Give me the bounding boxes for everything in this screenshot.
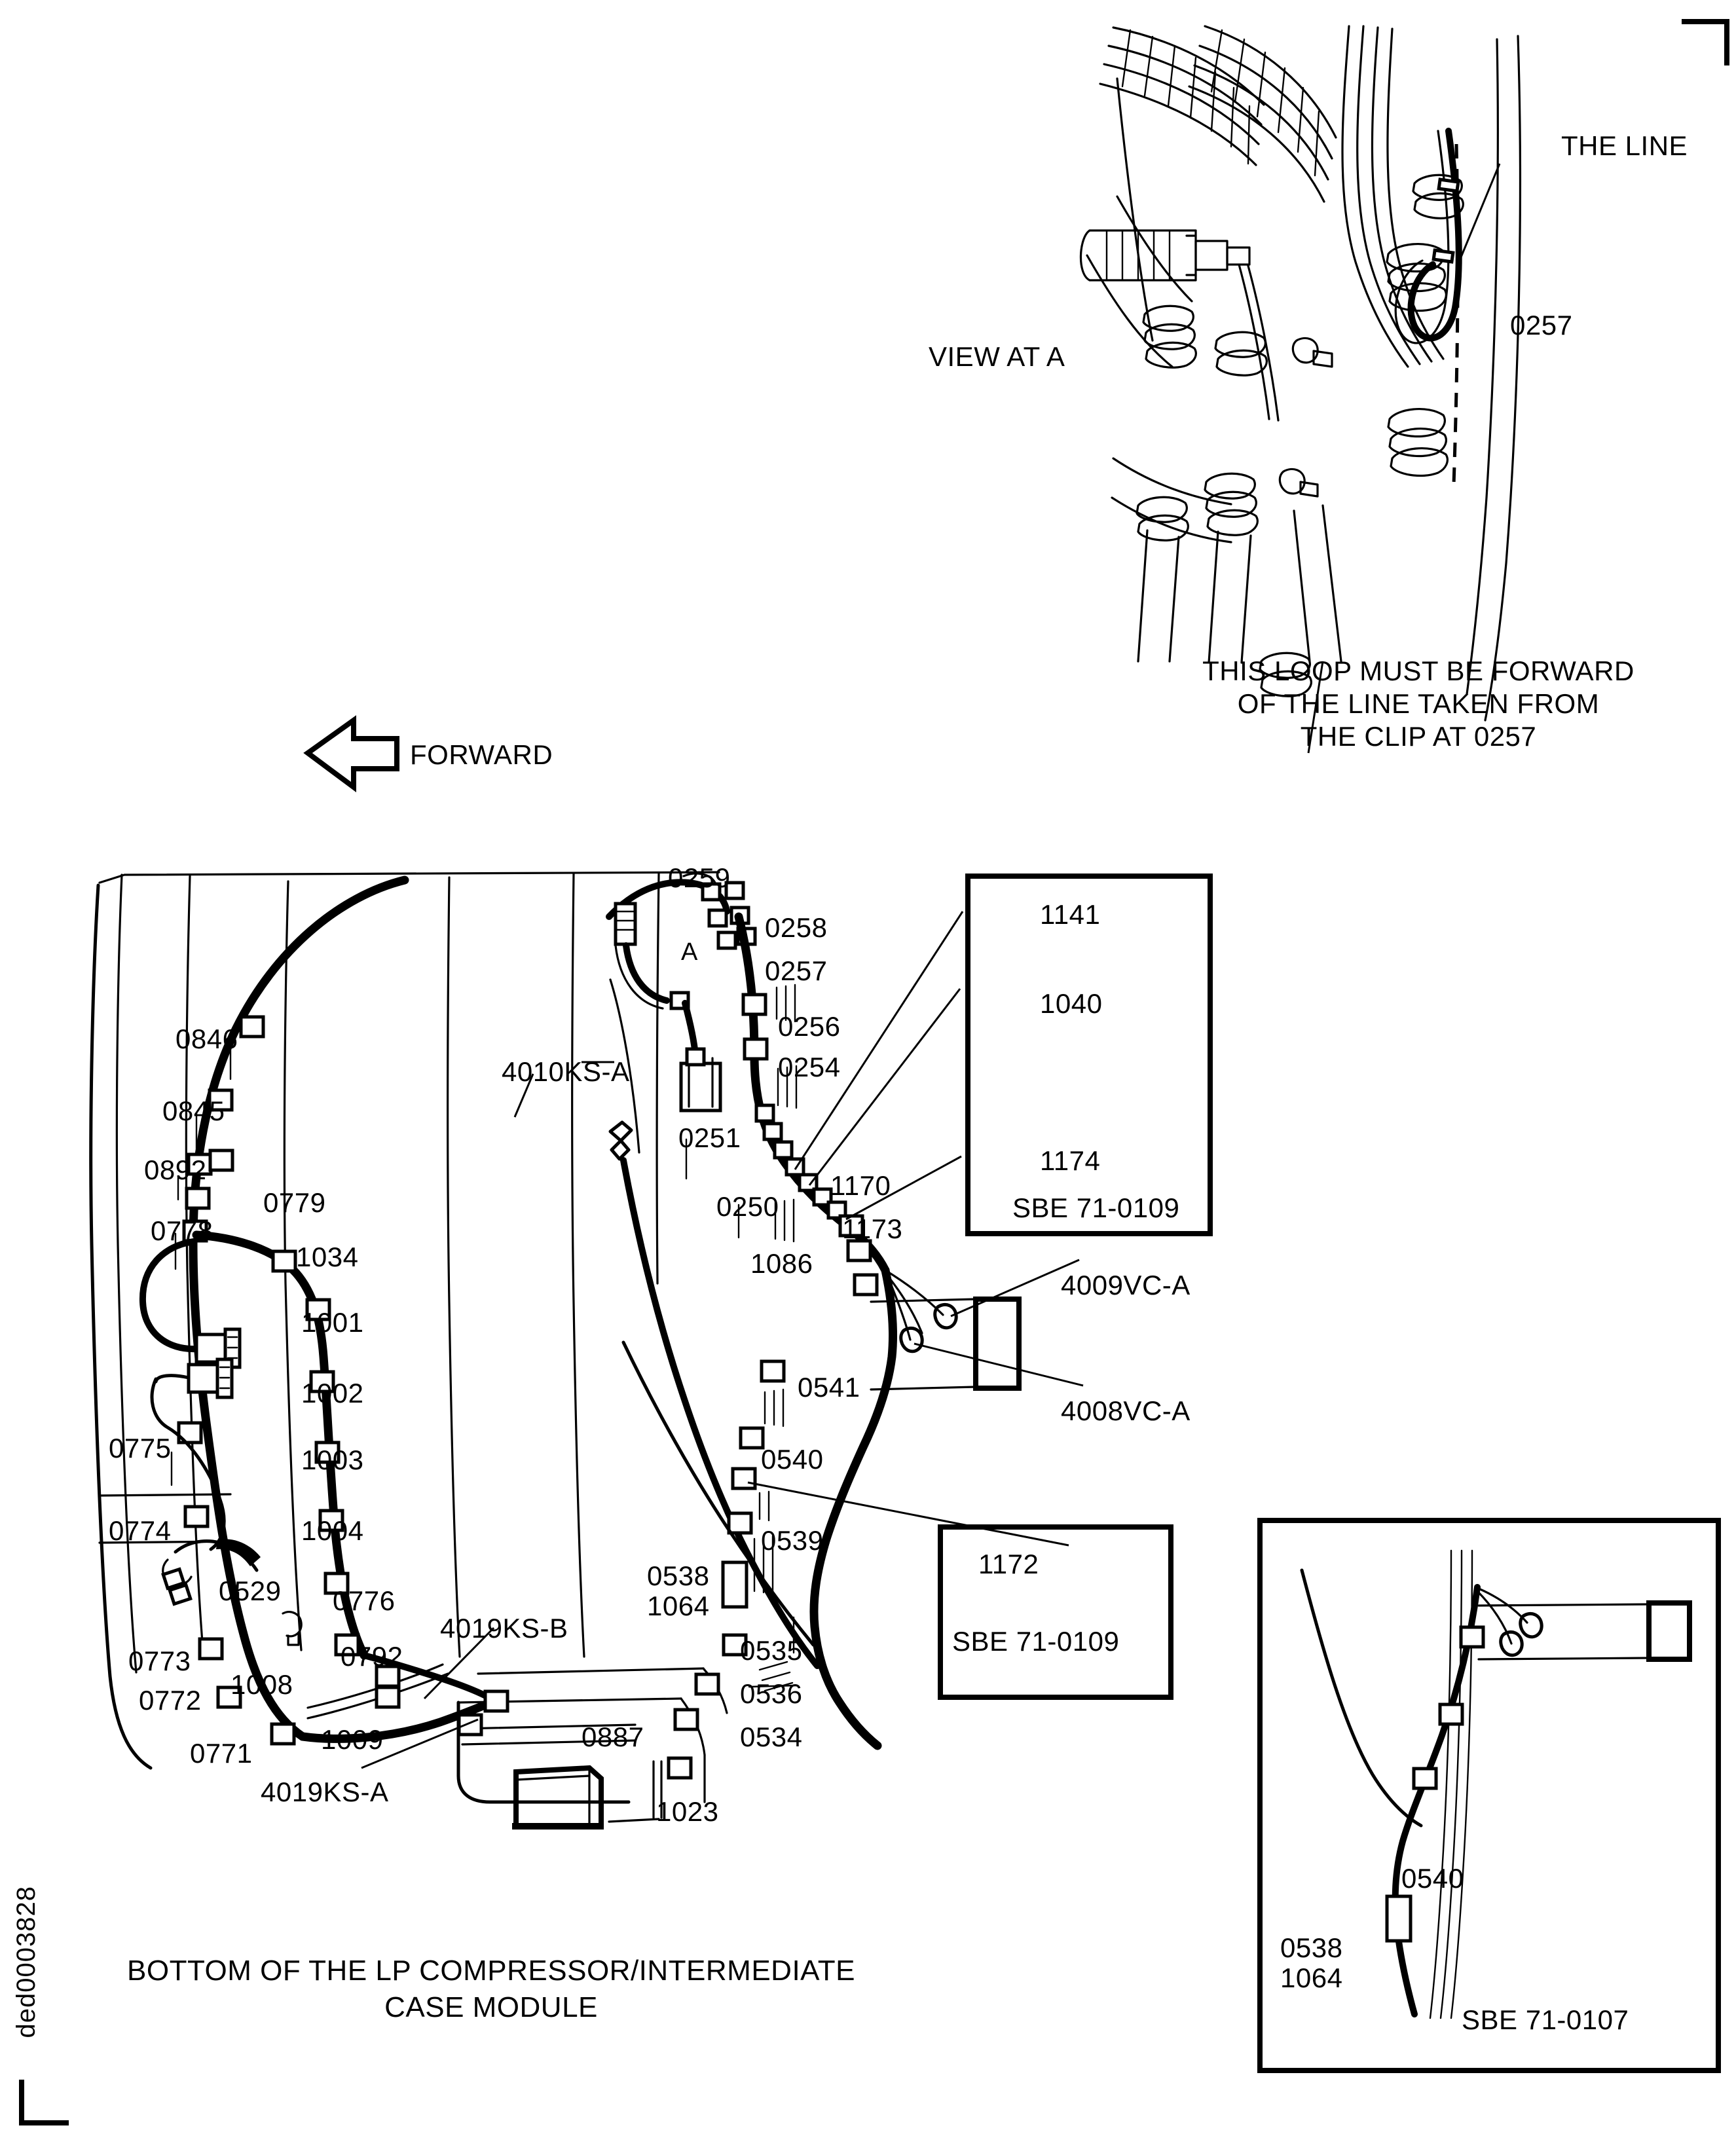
part-label-0259: 0259 (668, 862, 731, 893)
inset-footer: SBE 71-0107 (1462, 2004, 1629, 2035)
part-label-0540: 0540 (761, 1444, 824, 1475)
the-line-label: THE LINE (1561, 130, 1688, 161)
clamp-ring-group-right-bottom (1387, 407, 1449, 477)
loop-0257 (1394, 128, 1462, 344)
part-label-1009: 1009 (321, 1724, 384, 1755)
part-label-0774: 0774 (109, 1515, 172, 1546)
part-label-4008vc-a: 4008VC-A (1061, 1395, 1191, 1426)
part-label-0256: 0256 (778, 1011, 841, 1042)
part-label-0775: 0775 (109, 1433, 172, 1463)
main-caption-line2: CASE MODULE (384, 1991, 598, 2023)
callout-top-item-1174: 1174 (1040, 1145, 1101, 1176)
part-label-0534: 0534 (740, 1721, 803, 1752)
part-label-1086: 1086 (750, 1248, 813, 1279)
cable-4010ks-a (608, 1120, 821, 1669)
part-label-0771: 0771 (190, 1738, 253, 1769)
part-label-1023: 1023 (656, 1796, 719, 1827)
part-label-0258: 0258 (765, 912, 828, 943)
part-label-0535: 0535 (740, 1635, 803, 1666)
part-label-0845: 0845 (162, 1095, 225, 1126)
clamp-ring-lower-mid (1214, 331, 1268, 377)
callout-top-item-1040: 1040 (1040, 988, 1103, 1019)
corner-mark-top-right (1682, 19, 1729, 65)
clamp-ring-bottom-left (1136, 496, 1189, 542)
part-label-1004: 1004 (301, 1515, 364, 1546)
part-label-0772: 0772 (139, 1685, 202, 1716)
cable-bundle-right (1341, 25, 1445, 368)
part-label-1002: 1002 (301, 1378, 364, 1408)
main-view-illustration (89, 871, 1084, 1830)
drawing-id: ded0003828 (12, 1886, 41, 2038)
part-label-4009vc-a: 4009VC-A (1061, 1270, 1191, 1300)
part-label-4019ks-b: 4019KS-B (440, 1613, 568, 1644)
callout-box-mid (938, 1524, 1173, 1700)
component-solenoid (614, 902, 722, 1113)
part-label-1170: 1170 (830, 1170, 891, 1201)
forward-arrow-icon (303, 715, 399, 792)
part-label-1034: 1034 (296, 1242, 359, 1272)
part-label-0887: 0887 (582, 1721, 644, 1752)
part-label-0251: 0251 (678, 1122, 741, 1153)
part-label-4019ks-a: 4019KS-A (261, 1776, 389, 1807)
callout-top-footer: SBE 71-0109 (1012, 1192, 1180, 1223)
callout-top-item-1141: 1141 (1040, 899, 1101, 930)
part-label-0539: 0539 (761, 1525, 824, 1556)
loop-note-line3: THE CLIP AT 0257 (1300, 721, 1537, 752)
part-label-0773: 0773 (128, 1646, 191, 1676)
clamp-ring-group-mid (1412, 174, 1464, 219)
connector-bayonet-lower (187, 1357, 234, 1399)
connector-hose-left (1079, 229, 1251, 282)
callout-mid-footer: SBE 71-0109 (952, 1626, 1120, 1657)
part-label-1008: 1008 (231, 1669, 293, 1700)
clip-0257-label: 0257 (1510, 310, 1573, 340)
fitting-1008 (282, 1611, 303, 1646)
inset-label-0540: 0540 (1401, 1863, 1464, 1894)
callout-box-top (965, 874, 1213, 1236)
part-label-0776: 0776 (333, 1585, 396, 1616)
part-label-0892: 0892 (144, 1154, 207, 1185)
inset-label-1064: 1064 (1280, 1962, 1343, 1993)
saddle-clamp-b (1278, 468, 1319, 498)
part-label-0250: 0250 (716, 1191, 779, 1222)
saddle-clamp-a (1291, 337, 1333, 368)
view-at-a-title: VIEW AT A (929, 341, 1065, 372)
part-label-1064: 1064 (647, 1591, 710, 1621)
view-at-a-illustration (1079, 25, 1522, 754)
fitting-0529 (161, 1539, 261, 1606)
main-caption-line1: BOTTOM OF THE LP COMPRESSOR/INTERMEDIATE (127, 1955, 855, 1987)
corner-mark-bottom-left (19, 2080, 69, 2125)
hose-bundle-upper-mid (1188, 25, 1337, 203)
forward-label: FORWARD (410, 739, 553, 770)
callout-mid-item-1172: 1172 (978, 1549, 1039, 1579)
part-label-0541: 0541 (798, 1372, 860, 1403)
part-label-0779: 0779 (263, 1187, 326, 1218)
part-label-1003: 1003 (301, 1444, 364, 1475)
part-label-0254: 0254 (778, 1052, 841, 1082)
hose-bundle-upper-left (1099, 26, 1265, 166)
part-label-0778: 0778 (151, 1215, 213, 1246)
loop-note-line1: THIS LOOP MUST BE FORWARD (1202, 655, 1634, 686)
part-label-0538: 0538 (647, 1560, 710, 1591)
inset-box-illustration (1257, 1518, 1721, 2073)
part-label-0529: 0529 (219, 1575, 282, 1606)
clamp-ring-lower-left (1142, 304, 1197, 369)
inset-label-0538: 0538 (1280, 1932, 1343, 1963)
clamp-ring-bottom-mid (1204, 472, 1259, 536)
section-marker-a: A (681, 938, 698, 966)
part-label-0536: 0536 (740, 1678, 803, 1709)
part-label-1173: 1173 (842, 1213, 903, 1244)
part-label-0792: 0792 (341, 1641, 403, 1672)
part-label-1001: 1001 (301, 1307, 364, 1338)
clamp-ring-very-bottom (1259, 652, 1312, 697)
part-label-4010ks-a: 4010KS-A (502, 1056, 630, 1087)
loop-note-line2: OF THE LINE TAKEN FROM (1237, 688, 1600, 719)
part-label-0257: 0257 (765, 955, 828, 986)
part-label-0846: 0846 (175, 1023, 238, 1054)
